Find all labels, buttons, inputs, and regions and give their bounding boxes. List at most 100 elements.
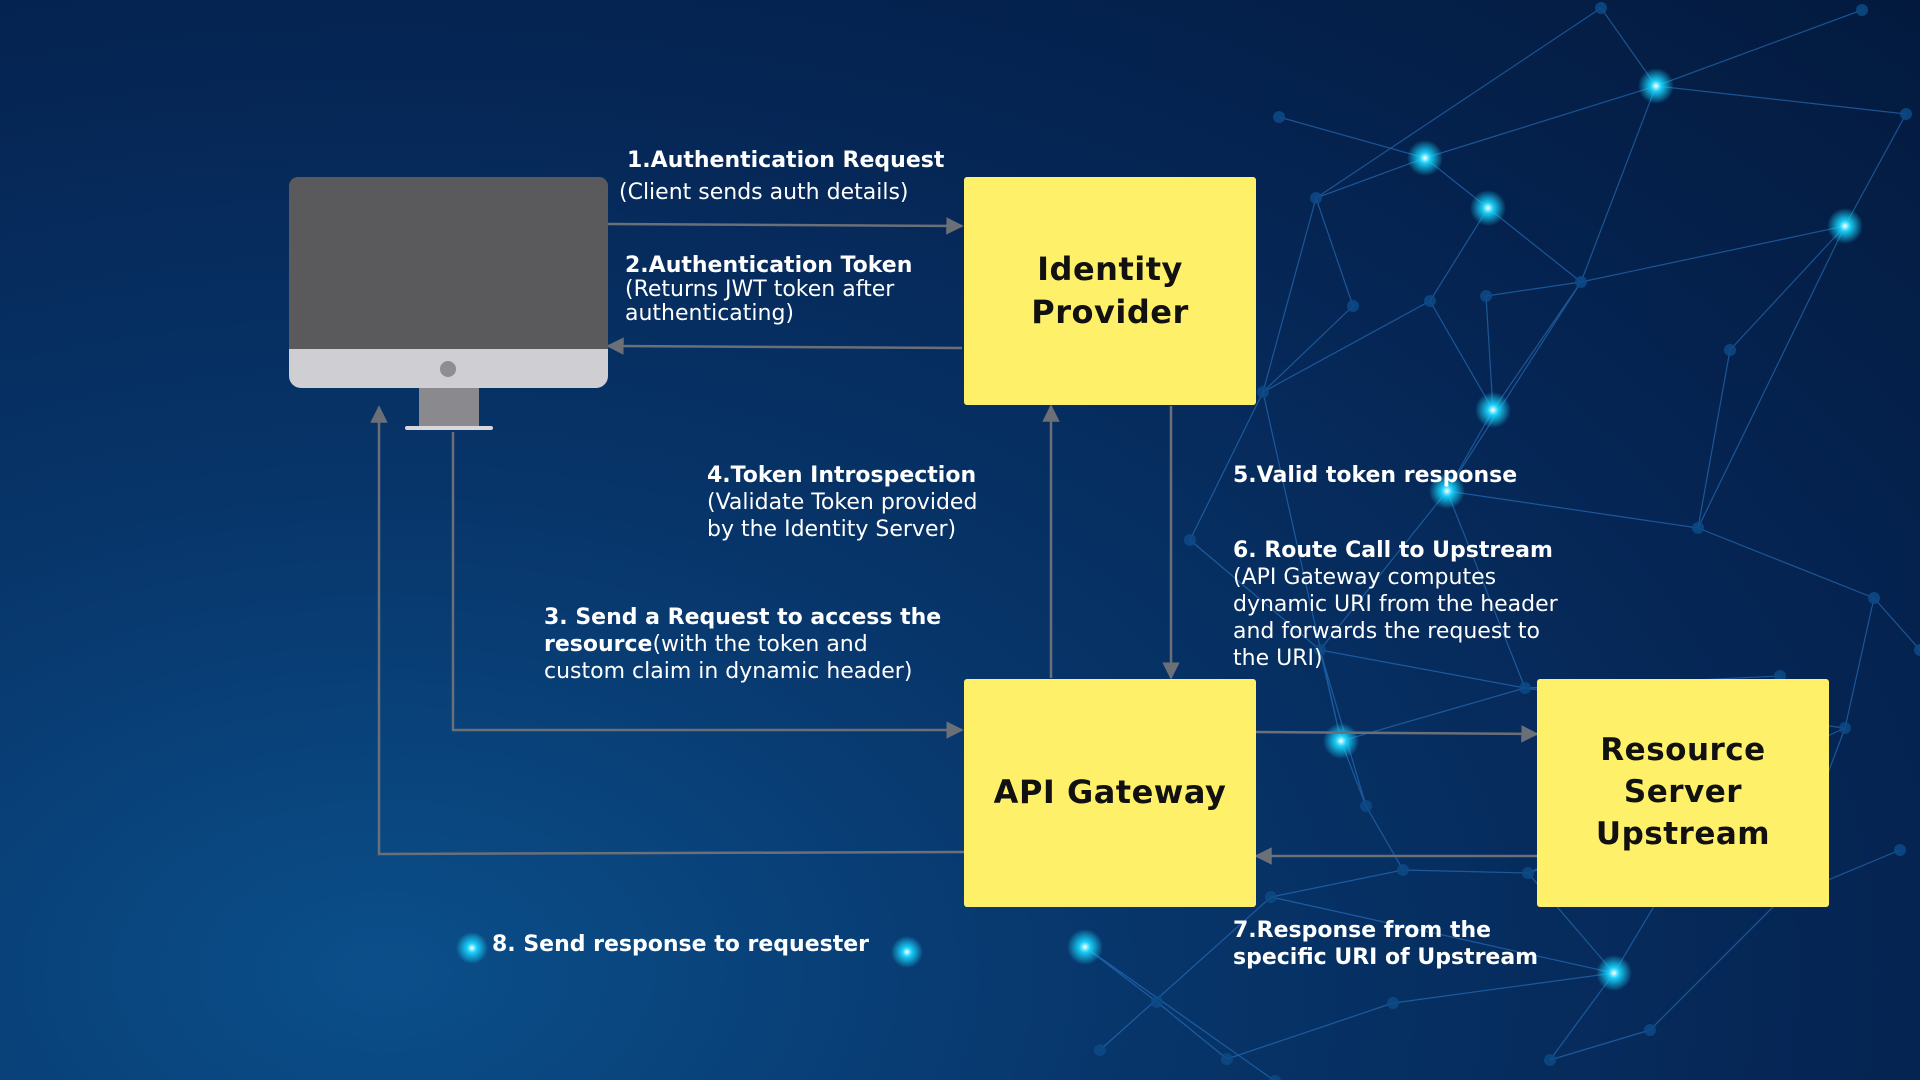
- arrow-route-upstream: [1255, 725, 1539, 743]
- arrow-send-request: [451, 432, 964, 739]
- network-node: [1522, 867, 1534, 879]
- network-node-glow: [1827, 208, 1863, 244]
- network-node: [1480, 290, 1492, 302]
- network-line: [1697, 349, 1731, 529]
- network-line: [1365, 805, 1404, 871]
- network-node: [1151, 996, 1163, 1008]
- network-node: [1273, 111, 1285, 123]
- network-node: [1544, 1054, 1556, 1066]
- step-8-label: 8. Send response to requester: [492, 931, 869, 958]
- step-2-title: 2.Authentication Token: [625, 253, 913, 278]
- network-line: [1402, 869, 1529, 874]
- step-1-title: 1.Authentication Request: [627, 148, 945, 173]
- step-7-title-line2: specific URI of Upstream: [1233, 945, 1539, 970]
- step-6-detail-line4: the URI): [1233, 646, 1323, 671]
- network-line: [1315, 157, 1426, 199]
- network-line: [1315, 197, 1354, 307]
- network-node: [1644, 1024, 1656, 1036]
- step-7-title-line1: 7.Response from the: [1233, 918, 1492, 943]
- network-line: [1156, 1001, 1228, 1060]
- network-node: [1265, 891, 1277, 903]
- network-line: [1446, 490, 1699, 529]
- network-line: [1446, 490, 1526, 689]
- network-node: [1900, 108, 1912, 120]
- step-3-label: 3. Send a Request to access the resource…: [544, 604, 941, 685]
- network-line: [1319, 490, 1448, 651]
- network-node: [1221, 1053, 1233, 1065]
- network-line: [1844, 597, 1875, 729]
- step-4-title: 4.Token Introspection: [707, 463, 977, 488]
- network-node: [1724, 344, 1736, 356]
- network-node: [1184, 534, 1196, 546]
- arrow-auth-token: [606, 337, 963, 355]
- network-node: [1424, 295, 1436, 307]
- network-node-glow: [1429, 473, 1465, 509]
- network-node-glow: [891, 936, 923, 968]
- network-node-glow: [1470, 190, 1506, 226]
- network-node: [1894, 844, 1906, 856]
- step-4-label: 4.Token Introspection (Validate Token pr…: [707, 462, 977, 543]
- network-line: [1485, 281, 1582, 297]
- resource-server-box: Resource Server Upstream: [1537, 679, 1829, 907]
- network-line: [1262, 197, 1317, 393]
- network-line: [1319, 649, 1526, 689]
- network-line: [1729, 225, 1846, 351]
- network-node-glow: [1638, 68, 1674, 104]
- network-line: [1424, 85, 1657, 159]
- network-line: [1655, 85, 1907, 115]
- network-node: [1094, 1044, 1106, 1056]
- network-line: [1549, 1029, 1651, 1061]
- network-line: [1262, 305, 1354, 393]
- network-node: [1868, 592, 1880, 604]
- network-line: [1492, 281, 1582, 411]
- network-line: [1485, 295, 1494, 411]
- network-line: [1189, 539, 1321, 651]
- network-line: [1549, 972, 1615, 1061]
- network-line: [1278, 116, 1426, 159]
- network-node: [1397, 864, 1409, 876]
- step-3-bold-lead: resource: [544, 632, 653, 657]
- network-line: [1226, 1002, 1394, 1060]
- network-node: [1257, 386, 1269, 398]
- step-1-detail: (Client sends auth details): [619, 180, 909, 205]
- network-node: [1360, 800, 1372, 812]
- identity-provider-box: Identity Provider: [964, 177, 1256, 405]
- identity-provider-label-line1: Identity: [1037, 249, 1183, 288]
- network-line: [1429, 300, 1494, 411]
- network-line: [1580, 85, 1657, 283]
- step-3-detail-tail: (with the token and: [652, 632, 868, 657]
- network-line: [1189, 391, 1264, 541]
- network-node-glow: [456, 932, 488, 964]
- network-node: [1347, 300, 1359, 312]
- network-node: [1519, 682, 1531, 694]
- step-6-detail-line3: and forwards the request to: [1233, 619, 1540, 644]
- step-4-detail-line1: (Validate Token provided: [707, 490, 978, 515]
- step-6-detail-line1: (API Gateway computes: [1233, 565, 1497, 590]
- network-line: [1262, 300, 1431, 393]
- identity-provider-label-line2: Provider: [1031, 293, 1189, 331]
- network-node: [1856, 4, 1868, 16]
- network-line: [1270, 869, 1404, 898]
- network-node: [1839, 722, 1851, 734]
- step-5-label: 5.Valid token response: [1233, 462, 1517, 489]
- network-node-glow: [1475, 392, 1511, 428]
- network-node-glow: [1407, 140, 1443, 176]
- resource-server-label-line2: Upstream: [1595, 815, 1771, 852]
- network-line: [1697, 527, 1875, 599]
- step-2-detail-line1: (Returns JWT token after: [625, 277, 895, 302]
- monitor-power-icon: [440, 361, 456, 377]
- network-line: [1655, 9, 1863, 87]
- network-node: [1314, 644, 1326, 656]
- step-8-title: 8. Send response to requester: [492, 932, 869, 957]
- network-line: [1084, 946, 1275, 1080]
- step-2-label: 2.Authentication Token (Returns JWT toke…: [625, 254, 912, 326]
- network-line: [1315, 7, 1602, 199]
- network-line: [1392, 972, 1615, 1004]
- network-node: [1595, 2, 1607, 14]
- network-line: [1580, 225, 1846, 283]
- step-2-detail-line2: authenticating): [625, 301, 795, 326]
- monitor-base: [405, 426, 493, 430]
- network-line: [1099, 896, 1272, 1051]
- network-line: [1873, 597, 1920, 651]
